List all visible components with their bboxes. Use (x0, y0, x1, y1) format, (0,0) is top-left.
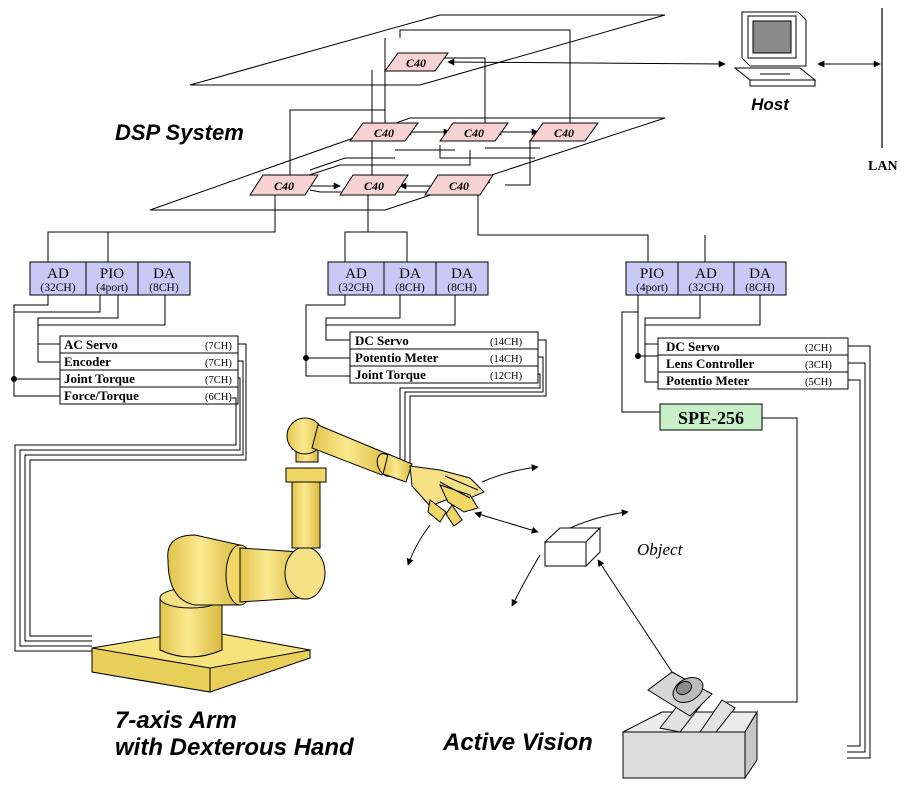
processor-label: C40 (374, 126, 394, 140)
device-name: AC Servo (64, 337, 118, 352)
io-module-name: DA (399, 266, 421, 282)
active-vision-camera (622, 671, 758, 780)
processor-label: C40 (464, 126, 484, 140)
arm-label-line2: with Dexterous Hand (115, 734, 355, 761)
object-label: Object (637, 540, 684, 559)
device-channels: (14CH) (490, 337, 523, 348)
processor-c40: C40 (424, 174, 494, 196)
processor-c40: C40 (439, 122, 509, 142)
device-channels: (3CH) (805, 360, 832, 371)
host-label: Host (751, 95, 790, 114)
device-table: AC Servo (7CH) Encoder (7CH) Joint Torqu… (59, 335, 239, 405)
device-table: DC Servo (2CH) Lens Controller (3CH) Pot… (657, 337, 849, 390)
io-module-sub: (8CH) (447, 282, 477, 294)
io-module-name: DA (451, 266, 473, 282)
device-name: DC Servo (355, 333, 409, 348)
spe-256-label: SPE-256 (678, 408, 744, 428)
io-module: AD (32CH) (29, 261, 87, 296)
device-name: DC Servo (666, 339, 720, 354)
device-channels: (7CH) (205, 375, 232, 386)
device-name: Potentio Meter (355, 350, 439, 365)
io-module-sub: (4port) (636, 282, 668, 294)
device-channels: (5CH) (805, 377, 832, 388)
processor-label: C40 (406, 56, 426, 70)
device-name: Potentio Meter (666, 373, 750, 388)
hand-motion-arrows (406, 464, 673, 673)
io-module: PIO (4port) (625, 261, 679, 296)
device-name: Encoder (64, 354, 111, 369)
computer-icon (733, 11, 817, 87)
io-module-sub: (8CH) (745, 282, 775, 294)
processor-c40: C40 (249, 174, 319, 196)
io-module-sub: (32CH) (40, 282, 75, 294)
spe-256-box: SPE-256 (659, 403, 763, 431)
dsp-system-label: DSP System (115, 120, 244, 145)
io-module: PIO (4port) (85, 261, 139, 296)
io-module-name: AD (695, 266, 717, 282)
dsp-to-io-wires (47, 195, 706, 262)
io-module-name: DA (153, 266, 175, 282)
lan-label: LAN (868, 159, 898, 174)
io-module: DA (8CH) (137, 261, 191, 296)
io-module-sub: (4port) (96, 282, 128, 294)
processor-label: C40 (274, 179, 294, 193)
device-name: Joint Torque (64, 371, 135, 386)
device-channels: (6CH) (205, 392, 232, 403)
io-module: AD (32CH) (327, 261, 385, 296)
io-module-name: AD (47, 266, 69, 282)
dsp-upper-plane (189, 14, 666, 86)
io-module: AD (32CH) (677, 261, 735, 296)
object-cube: Object (543, 526, 684, 568)
lan: LAN (868, 8, 898, 174)
device-channels: (7CH) (205, 341, 232, 352)
io-module-name: PIO (640, 266, 664, 282)
io-module: DA (8CH) (733, 261, 787, 296)
device-name: Force/Torque (64, 388, 139, 403)
dsp-system: C40 C40 C40 C40 C40 C40 C40 DSP System (115, 14, 666, 211)
io-module-sub: (8CH) (395, 282, 425, 294)
host-computer: Host (447, 11, 881, 114)
io-module-sub: (32CH) (338, 282, 373, 294)
device-channels: (2CH) (805, 343, 832, 354)
processor-c40: C40 (339, 174, 409, 196)
io-module-name: DA (749, 266, 771, 282)
io-module-sub: (8CH) (149, 282, 179, 294)
processor-c40: C40 (384, 52, 449, 72)
io-module: DA (8CH) (435, 261, 489, 296)
io-group-arm: AD (32CH) PIO (4port) DA (8CH) AC Servo … (11, 261, 239, 405)
active-vision-label: Active Vision (442, 729, 593, 756)
io-group-vision: PIO (4port) AD (32CH) DA (8CH) DC Servo … (621, 261, 849, 431)
processor-c40: C40 (529, 122, 599, 142)
cables (14, 339, 871, 759)
processor-label: C40 (554, 126, 574, 140)
device-name: Joint Torque (355, 367, 426, 382)
device-channels: (7CH) (205, 358, 232, 369)
io-module: DA (8CH) (383, 261, 437, 296)
processor-label: C40 (449, 179, 469, 193)
processor-c40: C40 (349, 122, 419, 142)
io-module-sub: (32CH) (688, 282, 723, 294)
processor-label: C40 (364, 179, 384, 193)
io-module-name: AD (345, 266, 367, 282)
device-channels: (14CH) (490, 354, 523, 365)
device-table: DC Servo (14CH) Potentio Meter (14CH) Jo… (349, 331, 539, 384)
arm-label-line1: 7-axis Arm (115, 707, 237, 734)
io-module-name: PIO (100, 266, 124, 282)
device-channels: (12CH) (490, 371, 523, 382)
io-group-hand: AD (32CH) DA (8CH) DA (8CH) DC Servo (14… (303, 261, 539, 384)
device-name: Lens Controller (666, 356, 754, 371)
robot-arm (91, 417, 485, 693)
